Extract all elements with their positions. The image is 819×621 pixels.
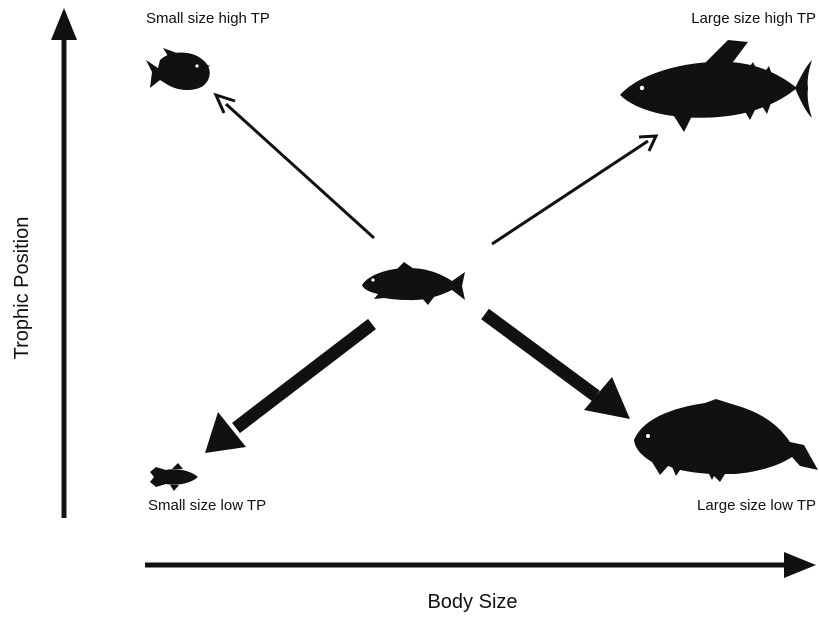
minnow-silhouette-icon	[150, 463, 198, 491]
y-axis-arrow	[51, 8, 77, 518]
carp-silhouette-icon	[634, 399, 818, 482]
x-axis-arrow	[145, 552, 816, 578]
label-large-size-high-tp: Large size high TP	[691, 10, 816, 28]
y-axis-label: Trophic Position	[10, 158, 34, 418]
tuna-silhouette-icon	[620, 40, 812, 132]
arrow-to-large-low	[485, 314, 630, 419]
label-large-size-low-tp: Large size low TP	[697, 497, 816, 515]
fish-silhouette-icon	[362, 262, 465, 305]
label-small-size-high-tp: Small size high TP	[146, 10, 270, 28]
arrow-to-small-low	[205, 324, 372, 453]
label-small-size-low-tp: Small size low TP	[148, 497, 266, 515]
piranha-silhouette-icon	[146, 48, 210, 90]
x-axis-label: Body Size	[0, 590, 819, 614]
arrow-to-large-high	[492, 136, 656, 244]
arrow-to-small-high	[216, 95, 374, 238]
